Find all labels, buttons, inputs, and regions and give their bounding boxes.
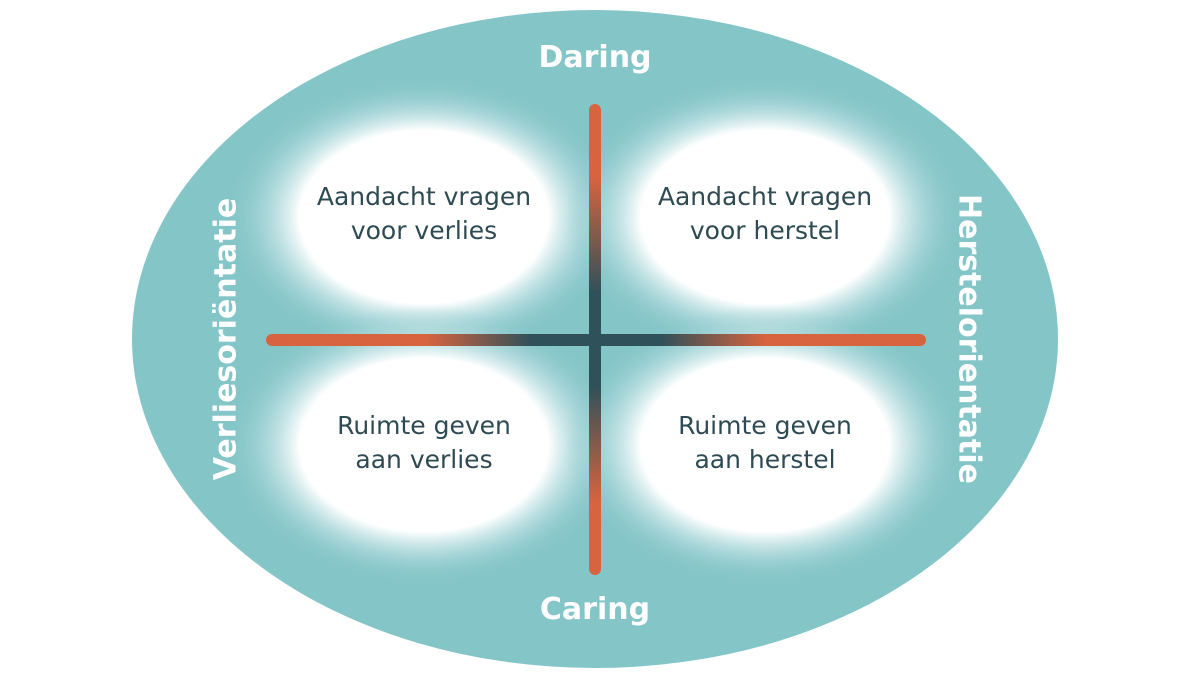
quadrant-top-right-line-2: voor herstel (689, 216, 841, 245)
quadrant-bottom-left-line-1: Ruimte geven (337, 411, 511, 440)
quadrant-glow-bottom-left (224, 305, 624, 585)
quadrant-bottom-right: Ruimte geven aan herstel (615, 409, 915, 477)
axis-label-right-text: Herstelorientatie (951, 193, 987, 485)
axis-label-bottom: Caring (539, 592, 651, 627)
quadrant-glow-top-right (565, 77, 965, 357)
quadrant-top-right-line-1: Aandacht vragen (657, 182, 873, 211)
quadrant-top-left-line-1: Aandacht vragen (316, 182, 532, 211)
quadrant-bottom-left: Ruimte geven aan verlies (274, 409, 574, 477)
quadrant-top-right: Aandacht vragen voor herstel (615, 180, 915, 248)
quadrant-bottom-right-line-2: aan herstel (694, 445, 836, 474)
quadrant-glow-top-left (224, 77, 624, 357)
quadrant-bottom-left-line-2: aan verlies (355, 445, 493, 474)
axis-label-top: Daring (538, 40, 652, 75)
quadrant-glow-bottom-right (565, 305, 965, 585)
axis-label-left-text: Verliesoriëntatie (208, 197, 244, 481)
quadrant-bottom-right-line-1: Ruimte geven (678, 411, 852, 440)
quadrant-top-left-line-2: voor verlies (350, 216, 498, 245)
quadrant-top-left: Aandacht vragen voor verlies (274, 180, 574, 248)
